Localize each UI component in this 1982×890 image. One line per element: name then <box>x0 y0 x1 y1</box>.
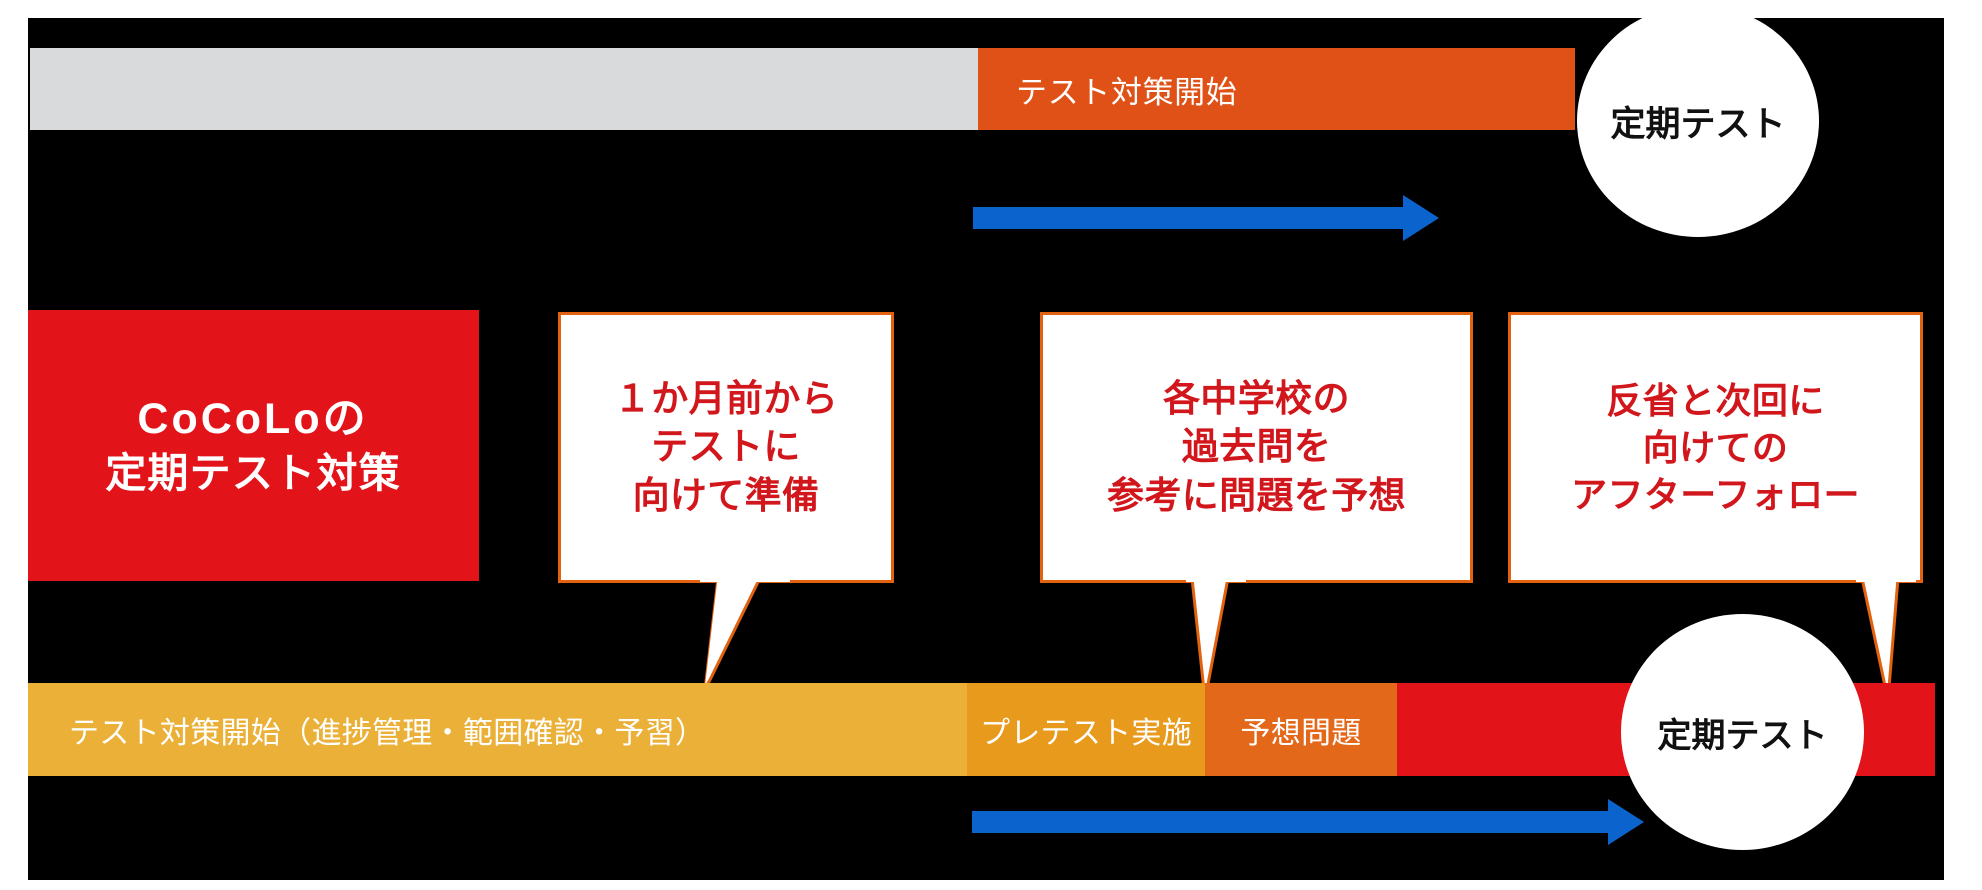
bottom-exam-milestone-label: 定期テスト <box>1657 716 1828 755</box>
arrow-shaft <box>973 207 1405 229</box>
arrow-head-icon <box>1403 195 1439 241</box>
callout-box-1: １か月前から テストに 向けて準備 <box>558 312 894 583</box>
bottom-timeline-segment-label: プレテスト実施 <box>979 716 1193 750</box>
bottom-white-margin <box>0 880 1982 890</box>
callout-box-2-text: 各中学校の 過去問を 参考に問題を予想 <box>1107 377 1406 516</box>
top-timeline-segment-label: テスト対策開始 <box>1016 74 1238 110</box>
callout-box-3: 反省と次回に 向けての アフターフォロー <box>1508 312 1923 583</box>
bottom-timeline-segment-pretest: プレテスト実施 <box>967 683 1205 776</box>
bottom-timeline-segment-label: テスト対策開始（進捗管理・範囲確認・予習） <box>69 716 706 750</box>
top-exam-milestone-circle: 定期テスト <box>1577 5 1819 237</box>
left-white-margin <box>0 0 28 890</box>
arrow-shaft <box>972 811 1610 833</box>
callout-box-2: 各中学校の 過去問を 参考に問題を予想 <box>1040 312 1473 583</box>
bottom-timeline-segment-prep-start: テスト対策開始（進捗管理・範囲確認・予習） <box>25 683 967 776</box>
top-timeline-segment-test-prep-start: テスト対策開始 <box>978 48 1575 130</box>
top-white-margin <box>836 0 1982 18</box>
brand-panel: CoCoLoの 定期テスト対策 <box>27 310 479 581</box>
bottom-timeline-segment-label: 予想問題 <box>1240 716 1362 750</box>
brand-panel-line-2: 定期テスト対策 <box>105 449 401 496</box>
brand-panel-line-1: CoCoLoの <box>137 394 369 443</box>
callout-box-3-text: 反省と次回に 向けての アフターフォロー <box>1571 379 1860 516</box>
right-white-margin <box>1944 0 1982 890</box>
callout-box-1-text: １か月前から テストに 向けて準備 <box>613 377 839 516</box>
bottom-exam-milestone-circle: 定期テスト <box>1621 614 1864 850</box>
top-exam-milestone-label: 定期テスト <box>1610 104 1786 144</box>
arrow-head-icon <box>1608 799 1644 845</box>
bottom-timeline-segment-predicted-questions: 予想問題 <box>1205 683 1397 776</box>
top-timeline-segment-lead-up <box>30 48 978 130</box>
top-timeline: テスト対策開始 <box>30 48 1575 130</box>
